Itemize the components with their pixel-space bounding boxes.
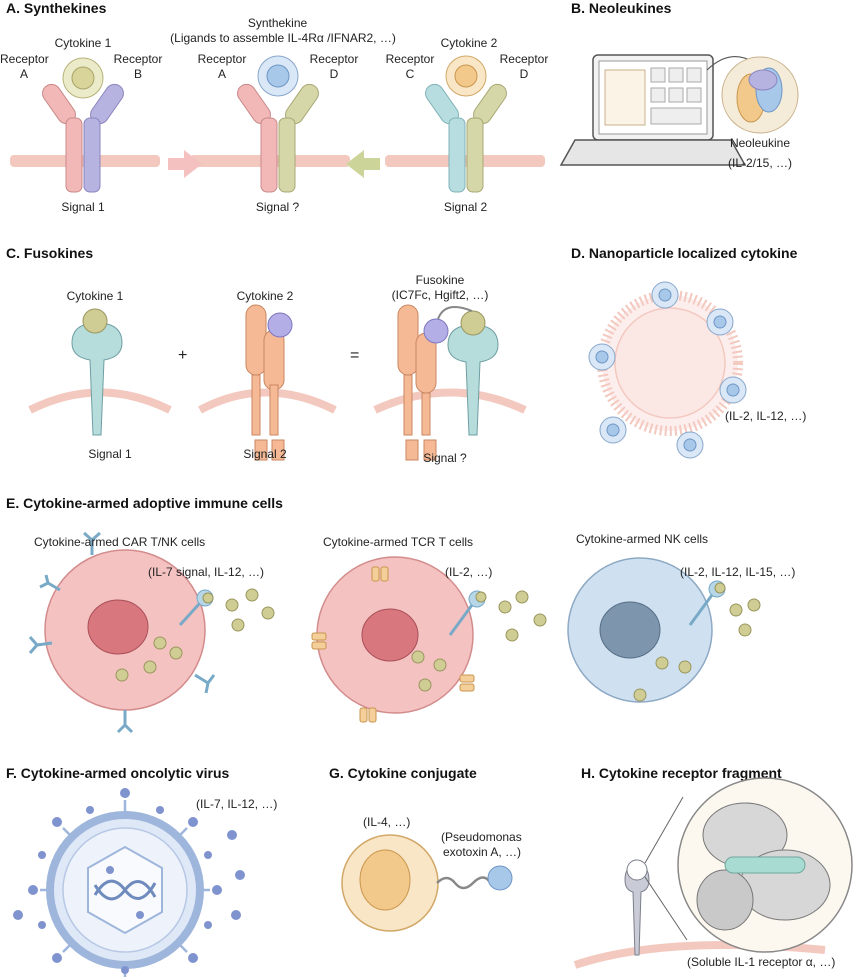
label-receptor-a-middle-letter: A: [217, 67, 226, 81]
panel-g: G. Cytokine conjugate (IL-4, …) (Pseudom…: [325, 765, 570, 977]
label-receptor-d-middle: Receptor: [309, 52, 359, 66]
label-receptor-b-letter: B: [133, 67, 142, 81]
label-fusokine: Fusokine: [415, 273, 465, 287]
label-receptor-c-letter: C: [405, 67, 415, 81]
fuso-cytokine-1: [82, 308, 108, 334]
fusokine-receptor-teal-left: [71, 322, 123, 436]
laptop-icon: [559, 54, 747, 166]
panel-h-diagram: [573, 777, 853, 969]
label-receptor-a-left-letter: A: [19, 67, 28, 81]
plus-sign: +: [178, 347, 187, 364]
conjugate-linker: [436, 876, 490, 890]
fuso-cytokine-2: [267, 312, 293, 338]
tcr-cytokine-beads: [411, 590, 547, 692]
label-nanoparticle-examples: (IL-2, IL-12, …): [725, 409, 807, 423]
fusokine-receptor-orange-middle: [245, 304, 285, 461]
panel-b-diagram: [559, 54, 799, 166]
label-conjugate-line1: (Pseudomonas: [441, 830, 522, 844]
receptor-a-left: [42, 83, 83, 193]
panel-f: F. Cytokine-armed oncolytic virus: [0, 765, 315, 977]
label-tcr-examples: (IL-2, …): [445, 565, 493, 579]
receptor-a-middle: [237, 83, 278, 193]
equals-sign: =: [350, 347, 359, 364]
label-c-signal-q: Signal ?: [423, 451, 467, 465]
panel-h: H. Cytokine receptor fragment (Soluble I…: [573, 765, 865, 977]
label-tcr-cells: Cytokine-armed TCR T cells: [323, 535, 474, 549]
label-nk-cells: Cytokine-armed NK cells: [576, 532, 709, 546]
receptor-c-right: [425, 83, 466, 193]
nk-nucleus: [599, 601, 661, 659]
panel-e-title: E. Cytokine-armed adoptive immune cells: [6, 495, 283, 511]
label-signal-2: Signal 2: [443, 200, 488, 214]
panel-a-title: A. Synthekines: [6, 0, 107, 16]
label-fusokine-examples: (IC7Fc, Hgift2, …): [391, 288, 489, 302]
label-c-signal-2: Signal 2: [243, 447, 287, 461]
label-signal-q: Signal ?: [255, 200, 300, 214]
receptor-b-left: [83, 83, 124, 193]
panel-f-diagram: [13, 788, 245, 977]
panel-d-title: D. Nanoparticle localized cytokine: [571, 245, 798, 261]
panel-g-diagram: [341, 834, 513, 932]
conjugate-toxin: [487, 865, 513, 891]
panel-g-title: G. Cytokine conjugate: [329, 765, 477, 781]
label-receptor-d-middle-letter: D: [329, 67, 339, 81]
label-nk-examples: (IL-2, IL-12, IL-15, …): [680, 565, 796, 579]
panel-e-diagram: [28, 531, 761, 734]
label-conjugate-line2: exotoxin A, …): [443, 845, 522, 859]
label-conjugate-cytokine: (IL-4, …): [363, 815, 411, 829]
label-receptor-fragment-examples: (Soluble IL-1 receptor α, …): [687, 955, 836, 969]
tcr-receptors: [311, 566, 475, 723]
panel-e: E. Cytokine-armed adoptive immune cells: [0, 495, 865, 750]
membrane-c-middle: [198, 388, 337, 414]
arrow-left: [346, 150, 380, 178]
fusokine-complex: [397, 304, 499, 461]
panel-b-title: B. Neoleukines: [571, 0, 672, 16]
arrow-right: [168, 150, 202, 178]
label-receptor-a-middle: Receptor: [197, 52, 247, 66]
nk-cytokine-beads: [633, 582, 761, 702]
panel-c: C. Fusokines + =: [0, 245, 565, 480]
virus-dots: [13, 788, 245, 974]
label-receptor-d-right-letter: D: [519, 67, 529, 81]
car-nucleus: [87, 599, 149, 655]
label-receptor-d-right: Receptor: [499, 52, 549, 66]
panel-f-title: F. Cytokine-armed oncolytic virus: [6, 765, 230, 781]
label-neoleukine: Neoleukine: [729, 136, 791, 150]
zoom-callout: [644, 796, 688, 941]
label-receptor-c: Receptor: [385, 52, 435, 66]
label-signal-1: Signal 1: [61, 200, 105, 214]
label-neoleukine-examples: (IL-2/15, …): [727, 156, 793, 170]
panel-c-diagram: + =: [28, 304, 527, 461]
receptor-d-right: [466, 83, 507, 193]
panel-a-diagram: [10, 55, 545, 193]
membrane-c-right: [373, 388, 527, 414]
label-c-signal-1: Signal 1: [88, 447, 132, 461]
panel-d: D. Nanoparticle localized cytokine (IL-2…: [565, 245, 865, 480]
nanoparticle-core: [614, 307, 726, 419]
tcr-nucleus: [361, 608, 419, 662]
label-cytokine-1: Cytokine 1: [54, 36, 112, 50]
car-cytokine-beads: [115, 588, 275, 682]
panel-d-diagram: [588, 281, 747, 459]
label-virus-examples: (IL-7, IL-12, …): [196, 797, 278, 811]
panel-a: A. Synthekines: [0, 0, 560, 230]
label-car-cells: Cytokine-armed CAR T/NK cells: [34, 535, 206, 549]
label-synthekine-note: (Ligands to assemble IL-4Rα /IFNAR2, …): [170, 31, 396, 45]
label-cytokine-2: Cytokine 2: [440, 36, 498, 50]
label-synthekine: Synthekine: [247, 16, 308, 30]
label-car-examples: (IL-7 signal, IL-12, …): [148, 565, 265, 579]
receptor-fragment-structure: [696, 802, 831, 931]
car-receptors: [28, 531, 216, 734]
label-fuso-cytokine-2: Cytokine 2: [236, 289, 294, 303]
panel-h-title: H. Cytokine receptor fragment: [581, 765, 782, 781]
label-receptor-b: Receptor: [113, 52, 163, 66]
label-receptor-a-left: Receptor: [0, 52, 49, 66]
panel-b: B. Neoleukines Neoleukine (IL-2/15, …): [559, 0, 865, 230]
panel-c-title: C. Fusokines: [6, 245, 94, 261]
label-fuso-cytokine-1: Cytokine 1: [66, 289, 124, 303]
receptor-d-middle: [278, 83, 319, 193]
